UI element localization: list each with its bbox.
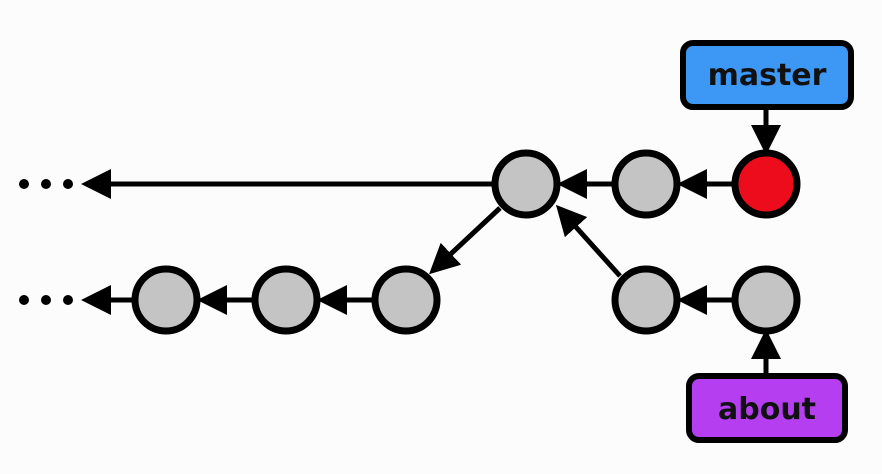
branch-name-about: about <box>718 392 816 427</box>
commit-node-head <box>731 149 801 219</box>
ellipsis-bottom <box>19 295 73 305</box>
arrow <box>555 204 622 278</box>
commit-node <box>131 265 201 335</box>
ellipsis-top <box>19 179 73 189</box>
commit-node <box>611 149 681 219</box>
commit-node <box>251 265 321 335</box>
commit-node <box>371 265 441 335</box>
branch-name-master: master <box>708 58 827 93</box>
commit-node <box>731 265 801 335</box>
arrow <box>429 206 502 275</box>
branch-label-about: about <box>686 373 848 443</box>
commit-node <box>611 265 681 335</box>
commit-node <box>491 149 561 219</box>
branch-label-master: master <box>680 40 854 110</box>
